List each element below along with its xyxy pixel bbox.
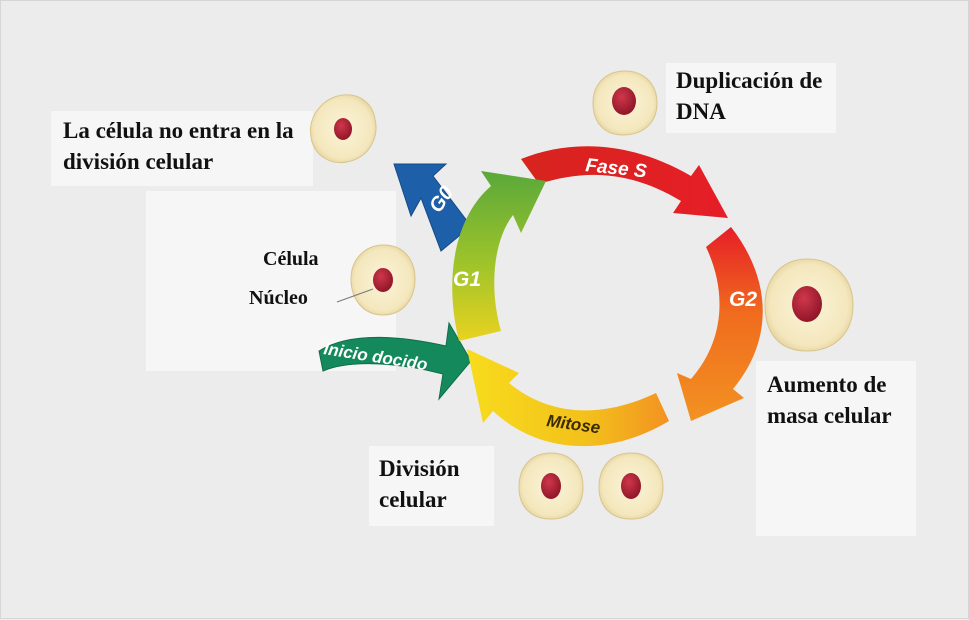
- cycle-ring: [452, 146, 763, 447]
- g0-arrow: G0: [393, 163, 472, 252]
- g2-phase-label: G2: [729, 288, 757, 311]
- s-text-panel: [666, 63, 836, 133]
- nucleus-pointer-line: [336, 288, 374, 303]
- cell-s-phase: [592, 70, 658, 136]
- cell-daughter-1: [518, 452, 584, 520]
- g1-phase-arrow: [452, 171, 546, 341]
- s-phase-arrow: [521, 146, 728, 218]
- start-arrow: Inicio docido: [318, 321, 472, 401]
- s-phase-description: Duplicación de DNA: [676, 68, 823, 124]
- g2-phase-arrow: [677, 227, 763, 421]
- g0-description: La célula no entra en la división celula…: [63, 118, 294, 174]
- cell-label: Célula: [263, 248, 319, 270]
- cell-g0: [309, 94, 377, 163]
- cell-legend: [336, 244, 416, 316]
- g2-text-panel: [756, 361, 916, 536]
- mitosis-phase-arrow: [467, 349, 669, 447]
- nucleus-label: Núcleo: [249, 287, 308, 309]
- mitosis-text-panel: [369, 446, 494, 526]
- mitosis-description: División celular: [379, 456, 460, 512]
- g1-phase-label: G1: [453, 268, 481, 291]
- g0-text-panel: [51, 111, 313, 186]
- cell-daughter-2: [598, 452, 664, 520]
- cell-g2: [764, 258, 854, 352]
- g2-description: Aumento de masa celular: [767, 372, 892, 428]
